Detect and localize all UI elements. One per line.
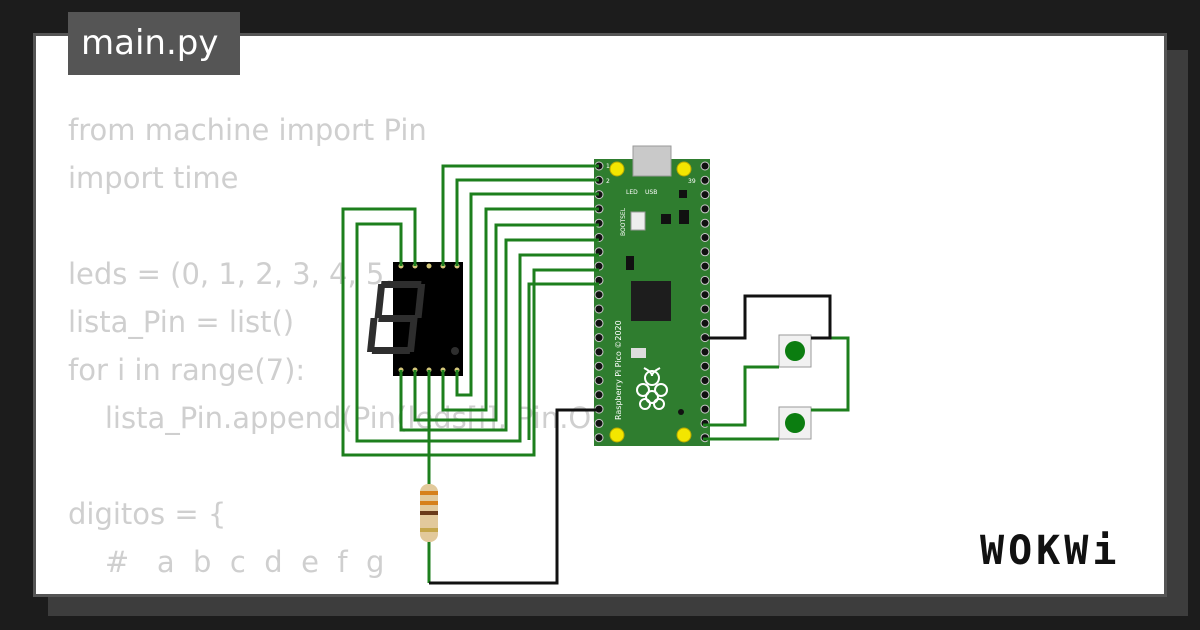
- code-line: import time: [68, 161, 239, 195]
- pin39-label: 39: [688, 178, 696, 185]
- pico-pin[interactable]: [700, 361, 710, 371]
- resistor: [420, 370, 438, 583]
- code-line: digitos = {: [68, 497, 227, 531]
- wokwi-logo: WOKWi: [980, 528, 1121, 574]
- pico-pin[interactable]: [700, 304, 710, 314]
- pin2-label: 2: [606, 178, 610, 185]
- pico-pin[interactable]: [700, 390, 710, 400]
- ground-wires: [429, 294, 832, 585]
- bootsel-button[interactable]: [630, 211, 646, 231]
- pico-pin[interactable]: [700, 233, 710, 242]
- pico-pin[interactable]: [700, 261, 710, 271]
- pushbutton-bottom[interactable]: [778, 406, 812, 440]
- board-name: Raspberry Pi Pico ©2020: [614, 320, 623, 420]
- pico-pin[interactable]: [594, 390, 604, 400]
- pico-pin[interactable]: [700, 347, 710, 357]
- pico-pin[interactable]: [594, 304, 604, 314]
- pico-pin[interactable]: [700, 290, 710, 300]
- pico-pin[interactable]: [700, 218, 710, 228]
- pico-pin[interactable]: [594, 376, 604, 385]
- pico-pin[interactable]: [700, 247, 710, 257]
- pico-pin[interactable]: [594, 347, 604, 357]
- code-line: from machine import Pin: [68, 113, 427, 147]
- raspberry-logo-icon: [636, 367, 668, 410]
- pushbutton-top[interactable]: [778, 334, 812, 368]
- pico-pin[interactable]: [594, 333, 604, 343]
- seven-segment-display[interactable]: [367, 262, 463, 376]
- pico-pin[interactable]: [700, 376, 710, 385]
- pico-pin[interactable]: [700, 404, 710, 414]
- usb-port: [632, 145, 672, 177]
- pico-pin[interactable]: [594, 433, 604, 443]
- led-label: LED: [626, 189, 638, 196]
- pico-board[interactable]: 1 2 39 LED USB BOOTSEL Raspberry Pi Pico…: [594, 145, 710, 446]
- code-line: 0: [1, 1, 1, 1, 1, 1, 0], #0: [68, 586, 653, 594]
- pin1-label: 1: [606, 163, 610, 170]
- rp2040-chip: [631, 281, 671, 321]
- pico-pin[interactable]: [594, 361, 604, 371]
- code-line: for i in range(7):: [68, 353, 306, 387]
- pico-pin[interactable]: [700, 175, 710, 185]
- bootsel-label: BOOTSEL: [620, 207, 627, 236]
- pico-pin[interactable]: [594, 318, 604, 328]
- pico-pin[interactable]: [700, 318, 710, 328]
- pico-pin[interactable]: [700, 204, 710, 214]
- code-line: lista_Pin.append(Pin(leds[i], Pin.OUT)): [68, 401, 653, 435]
- pico-pin[interactable]: [700, 275, 710, 285]
- pico-pin[interactable]: [594, 418, 604, 428]
- pico-pin[interactable]: [700, 190, 710, 200]
- pico-pin[interactable]: [594, 290, 604, 300]
- pico-pin[interactable]: [700, 161, 710, 171]
- file-tab[interactable]: main.py: [68, 12, 240, 75]
- code-line: lista_Pin = list(): [68, 305, 295, 339]
- code-line: # a b c d e f g: [68, 545, 385, 579]
- usb-label: USB: [645, 189, 657, 196]
